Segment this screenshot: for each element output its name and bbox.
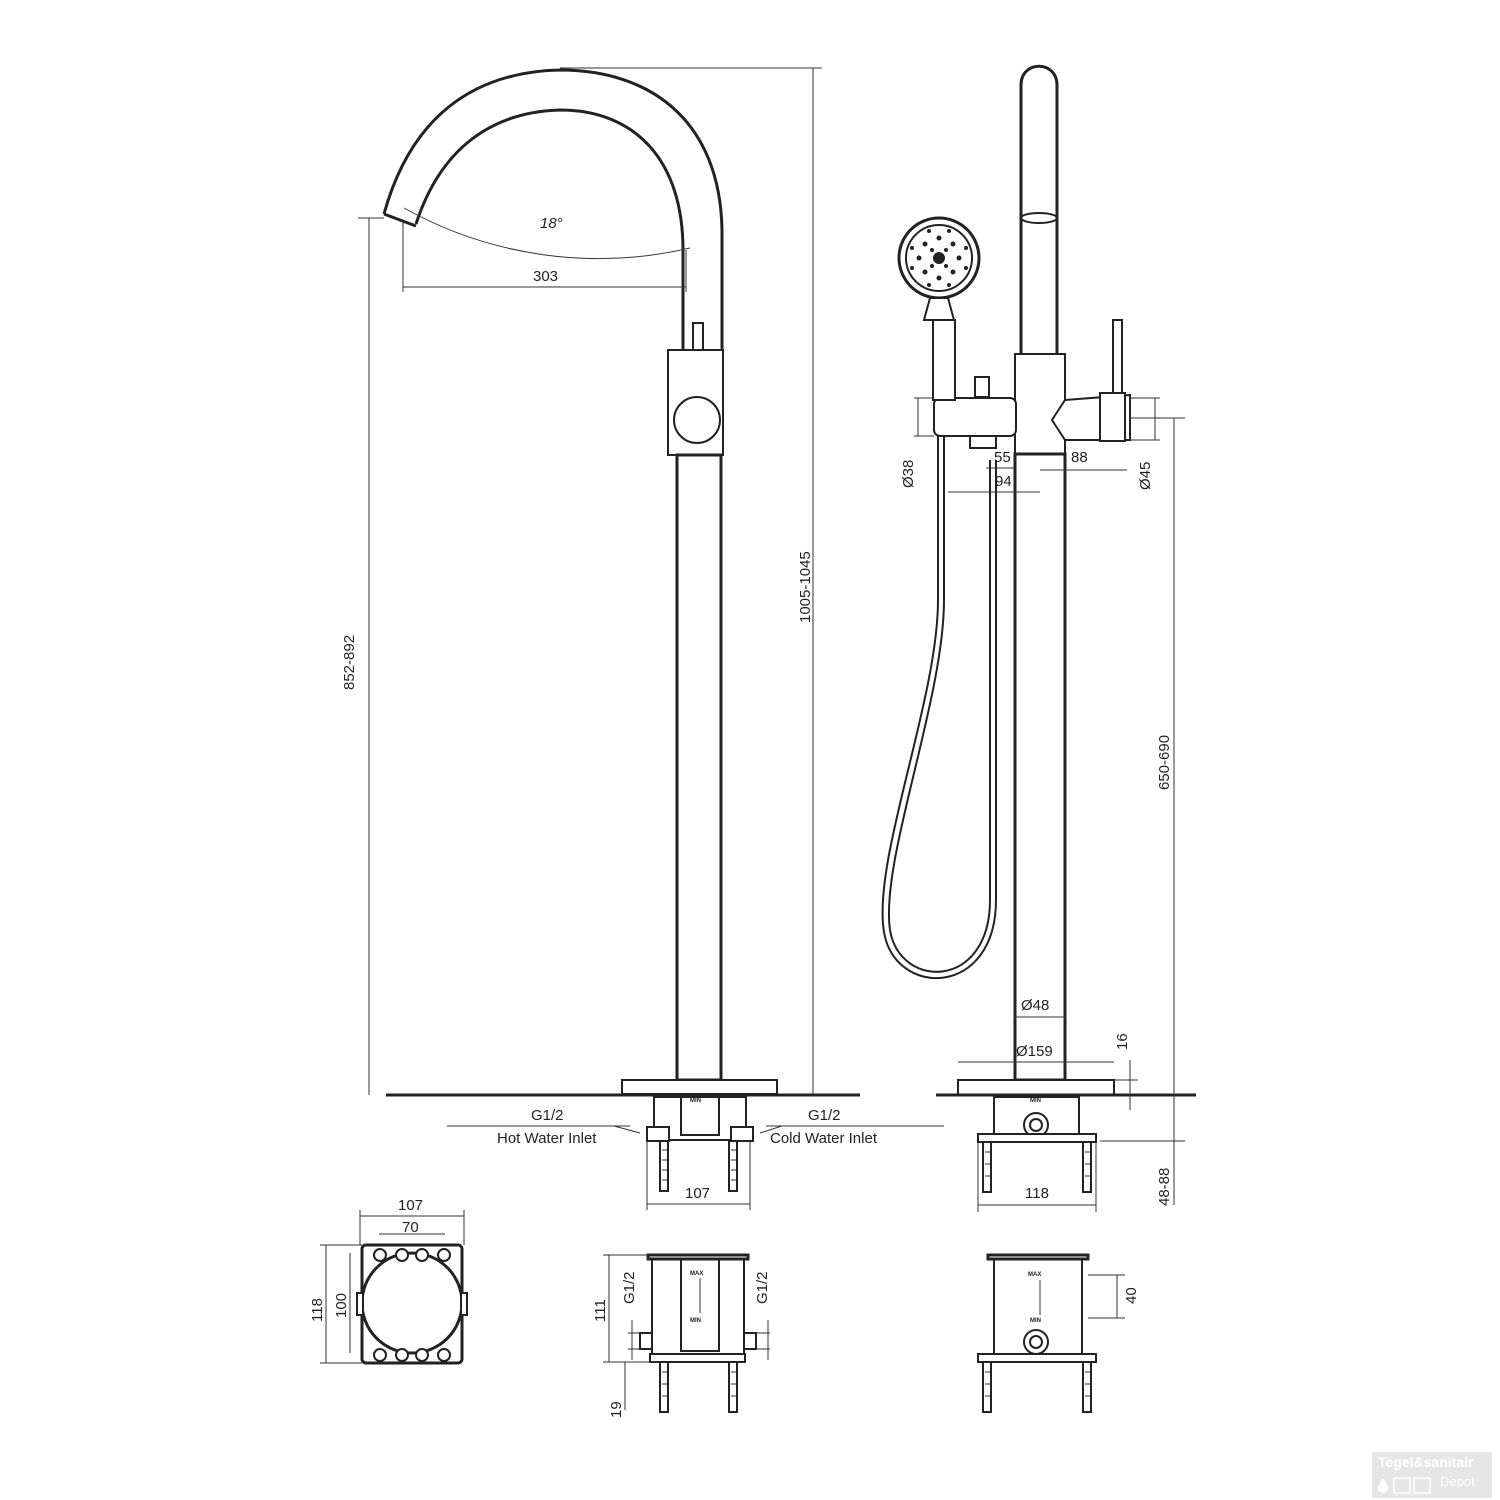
side-bracket (649, 1353, 746, 1363)
top-outer-width-label: 107 (398, 1197, 423, 1214)
side-foot-right (728, 1361, 738, 1413)
install-depth-label: 48-88 (1156, 1168, 1173, 1206)
angle-arc (403, 207, 691, 260)
top-inner-width-label: 70 (402, 1219, 419, 1236)
column-dia-label: Ø48 (1021, 997, 1049, 1014)
front-bracket (977, 1133, 1097, 1143)
base-dia-label: Ø159 (1016, 1043, 1053, 1060)
offset-55: 55 (994, 449, 1011, 466)
side-thread-left: G1/2 (621, 1271, 638, 1304)
front-box-width-label: 118 (1025, 1185, 1049, 1202)
column (675, 453, 723, 1082)
spout-tip (383, 212, 417, 228)
mixer-height-label: 650-690 (1156, 735, 1173, 790)
box-top-circle (360, 1251, 464, 1355)
bracket-left (646, 1126, 670, 1142)
box-top-holes (373, 1248, 451, 1362)
side-min-mark: MIN (690, 1318, 701, 1324)
total-height-label: 1005-1045 (797, 551, 814, 623)
front-view-min-mark: MIN (1030, 1318, 1041, 1324)
angle-label: 18° (540, 215, 563, 232)
box-front-view: MAX MIN 40 (977, 1253, 1140, 1413)
front-body (1014, 353, 1066, 455)
hot-inlet-thread: G1/2 (531, 1107, 564, 1124)
side-leg-label: 19 (608, 1401, 625, 1418)
side-thread-right: G1/2 (754, 1271, 771, 1304)
box-width-label: 107 (685, 1185, 710, 1202)
hose-nut (969, 435, 997, 449)
cold-inlet-label: Cold Water Inlet (770, 1130, 878, 1147)
box-front-range-label: 40 (1123, 1287, 1140, 1304)
min-mark: MIN (690, 1098, 701, 1104)
watermark-line2: Depot (1440, 1474, 1475, 1489)
spout-front (1019, 64, 1059, 357)
side-inlet-left (639, 1332, 653, 1350)
hose-inner (881, 436, 997, 979)
cold-inlet-thread: G1/2 (808, 1107, 841, 1124)
aerator-ring (1020, 212, 1058, 224)
box-top-outer (360, 1243, 464, 1365)
shower-handle (932, 319, 956, 401)
front-base (957, 1079, 1115, 1096)
front-max-mark: MAX (1028, 1272, 1041, 1278)
side-foot-left (659, 1361, 669, 1413)
install-box-window (680, 1096, 720, 1136)
shower-nozzles (910, 229, 968, 287)
offset-94: 94 (995, 473, 1012, 490)
top-inner-height-label: 100 (333, 1293, 350, 1318)
box-front-foot-left (982, 1361, 992, 1413)
watermark-logo: Tegel&sanitair Depot (1372, 1452, 1492, 1498)
side-view: MIN 18° 303 852-892 1005-1045 G1/2 Hot W… (341, 67, 944, 1210)
front-min-mark: MIN (1030, 1098, 1041, 1104)
base-plate (621, 1079, 778, 1095)
front-foot-left (982, 1141, 992, 1193)
side-max-mark: MAX (690, 1271, 703, 1277)
diverter-dia-label: Ø38 (900, 460, 917, 488)
bracket-right (730, 1126, 754, 1142)
box-top-tab-left (356, 1292, 364, 1316)
diverter-knob (974, 376, 990, 398)
base-thickness-label: 16 (1114, 1033, 1131, 1050)
foot-left (659, 1140, 669, 1192)
spout-outer (382, 68, 724, 350)
spout-inner (414, 108, 685, 350)
box-front-foot-right (1082, 1361, 1092, 1413)
front-lever (1112, 319, 1123, 401)
top-outer-height-label: 118 (309, 1298, 326, 1322)
box-top-view: 107 70 118 100 (309, 1197, 468, 1365)
body-dia-label: Ø45 (1137, 462, 1154, 490)
handle-knob (673, 396, 721, 444)
handle-88: 88 (1071, 449, 1088, 466)
front-column (1013, 452, 1067, 1082)
box-front-inlet (1023, 1329, 1049, 1355)
box-side-window (680, 1258, 720, 1352)
box-side-view: MAX MIN 111 G1/2 G1/2 19 (592, 1253, 771, 1418)
hot-inlet-label: Hot Water Inlet (497, 1130, 597, 1147)
shower-neck (922, 297, 956, 321)
watermark-icons (1378, 1477, 1431, 1494)
side-height-label: 111 (592, 1299, 609, 1322)
side-inlet-right (743, 1332, 757, 1350)
box-top-tab-right (460, 1292, 468, 1316)
reach-label: 303 (533, 268, 558, 285)
watermark-line1: Tegel&sanitair (1378, 1454, 1474, 1470)
diverter (933, 397, 1017, 437)
spout-height-label: 852-892 (341, 635, 358, 690)
front-view: Ø38 55 94 88 Ø45 Ø48 Ø159 16 650-690 48-… (881, 64, 1196, 1212)
front-foot-right (1082, 1141, 1092, 1193)
foot-right (728, 1140, 738, 1192)
handle-cap (1099, 392, 1126, 442)
hose-outer (888, 436, 991, 973)
box-front-bracket (977, 1353, 1097, 1363)
